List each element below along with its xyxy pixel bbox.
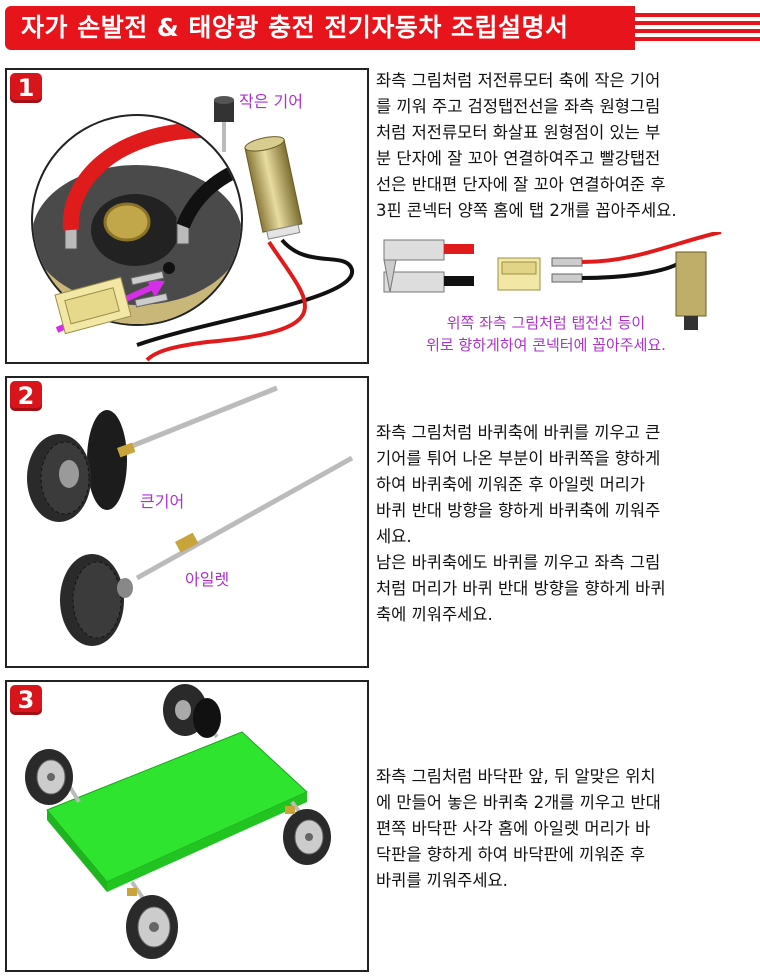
step-2-illustration: 2 큰기어 아일렛 bbox=[5, 376, 369, 668]
page-title: 자가 손발전 & 태양광 충전 전기자동차 조립설명서 bbox=[5, 6, 635, 50]
small-gear-label: 작은 기어 bbox=[239, 92, 303, 111]
step-1-illustration: 1 bbox=[5, 68, 369, 364]
header-stripes bbox=[635, 13, 760, 43]
step-3-text: 좌측 그림처럼 바닥판 앞, 뒤 알맞은 위치 에 만들어 놓은 바퀴축 2개를… bbox=[376, 767, 661, 890]
connector-tabs-illustration bbox=[383, 232, 722, 330]
step-1-note: 위쪽 좌측 그림처럼 탭전선 등이 위로 향하게하여 콘넥터에 꼽아주세요. bbox=[426, 314, 666, 354]
step-1-text: 좌측 그림처럼 저전류모터 축에 작은 기어 를 끼워 주고 검정탭전선을 좌측… bbox=[376, 71, 677, 220]
step-1-badge: 1 bbox=[10, 73, 42, 103]
step-2-text: 좌측 그림처럼 바퀴축에 바퀴를 끼우고 큰 기어를 튀어 나온 부분이 바퀴쪽… bbox=[376, 423, 666, 624]
step-3-badge: 3 bbox=[10, 685, 42, 715]
step-2-badge: 2 bbox=[10, 381, 42, 411]
big-gear-label: 큰기어 bbox=[140, 492, 185, 511]
eyelet-label: 아일렛 bbox=[185, 570, 230, 589]
step-3-illustration: 3 bbox=[5, 680, 369, 972]
